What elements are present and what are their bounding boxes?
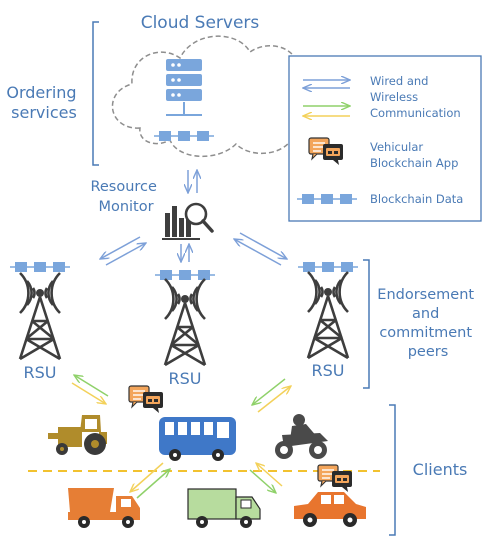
endorsement-label: Endorsement and commitment peers	[377, 287, 478, 360]
monitor-label: Resource Monitor	[90, 179, 161, 215]
rsu-center-label: RSU	[169, 369, 202, 388]
dump-truck-icon	[68, 488, 140, 528]
arrow-tractor-to-rsu-left	[74, 375, 109, 397]
legend-blockchain-data-icon	[296, 193, 358, 205]
rsu-left-blockchain-data-icon	[9, 261, 71, 273]
app-icon-bus	[128, 385, 164, 414]
arrow-bus-to-dump-truck	[130, 462, 164, 492]
motorbike-icon	[275, 414, 328, 459]
endorsement-bracket	[363, 259, 370, 389]
bus-icon	[159, 417, 236, 461]
clients-bracket	[389, 404, 396, 536]
legend-wired-label: Wired and Wireless Communication	[370, 74, 461, 120]
arrow-rsu-left-to-tractor	[71, 382, 106, 404]
arrow-bus-to-car	[249, 469, 276, 493]
box-truck-icon	[187, 488, 261, 528]
legend: Wired and Wireless Communication Vehicul…	[288, 55, 482, 222]
arrow-rsu-right-to-moto	[252, 378, 286, 405]
tractor-icon	[48, 415, 107, 455]
app-icon-car	[317, 464, 353, 493]
rsu-center: RSU	[154, 269, 216, 388]
arrow-monitor-to-rsu-right	[239, 232, 287, 259]
rsu-right-blockchain-data-icon	[297, 261, 359, 273]
legend-app-label: Vehicular Blockchain App	[370, 140, 458, 170]
arrow-rsu-left-to-monitor	[105, 243, 146, 266]
rsu-right: RSU	[297, 261, 359, 380]
cloud-title: Cloud Servers	[141, 13, 260, 33]
cloud-blockchain-data-icon	[153, 130, 215, 142]
server-icon	[166, 59, 202, 116]
monitor-icon	[162, 202, 214, 240]
ordering-bracket	[92, 21, 99, 166]
cloud-shape	[111, 35, 319, 157]
car-icon	[294, 492, 366, 527]
rsu-left-tower-icon	[18, 271, 62, 361]
rsu-right-label: RSU	[312, 361, 345, 380]
legend-box	[288, 55, 482, 222]
arrow-dump-truck-to-bus	[136, 469, 170, 499]
clients-label: Clients	[413, 460, 468, 479]
ordering-label: Ordering services	[6, 83, 81, 122]
arrow-rsu-right-to-monitor	[234, 239, 282, 266]
arrow-monitor-to-rsu-left	[100, 236, 141, 259]
rsu-right-tower-icon	[306, 270, 350, 360]
cloud-servers: Cloud Servers	[111, 13, 319, 157]
arrow-moto-to-rsu-right	[257, 386, 291, 413]
legend-data-label: Blockchain Data	[370, 192, 463, 206]
rsu-center-blockchain-data-icon	[154, 269, 216, 281]
rsu-center-tower-icon	[163, 277, 207, 367]
rsu-left: RSU	[9, 261, 71, 382]
arrow-car-to-bus	[256, 463, 283, 487]
rsu-left-label: RSU	[24, 363, 57, 382]
